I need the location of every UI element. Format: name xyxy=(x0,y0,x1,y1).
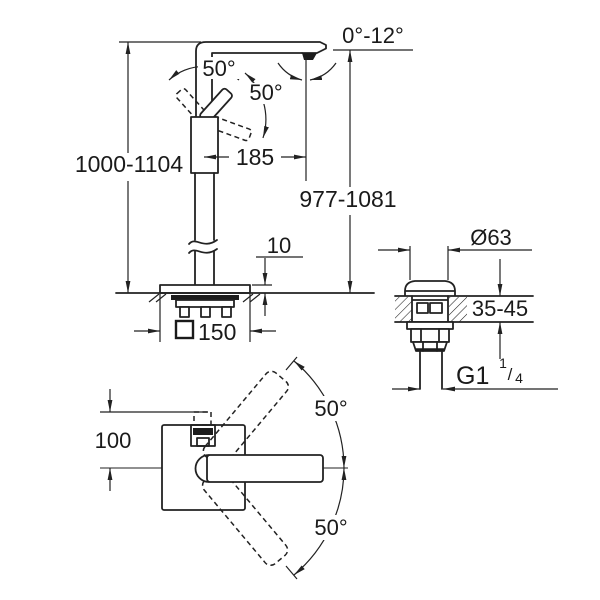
valve-locknut xyxy=(410,328,450,343)
dim-deck-thickness: 35-45 xyxy=(472,296,528,321)
under-floor-fixing xyxy=(148,293,261,318)
thread-numerator: 1 xyxy=(499,355,507,371)
deck-hatch-left xyxy=(395,297,412,322)
dim-base-plate-height: 10 xyxy=(267,233,291,258)
mixer-body xyxy=(190,116,219,174)
dim-spout-tilt: 0°-12° xyxy=(342,23,404,48)
dim-lever-angle-left: 50° xyxy=(202,56,235,81)
square-symbol xyxy=(174,319,195,340)
front-view: 1000-1104 977-1081 0°-12° 185 50° 50° xyxy=(75,23,413,345)
plan-view: 50° 50° 100 xyxy=(95,356,358,580)
dim-lever-swing-upper: 50° xyxy=(314,396,347,421)
dim-body-depth: 100 xyxy=(95,428,132,453)
waste-valve-view: Ø63 35-45 G1 1 / 4 xyxy=(378,225,558,392)
valve-flange xyxy=(406,321,454,330)
dim-total-height: 1000-1104 xyxy=(75,151,183,177)
faucet-outline xyxy=(115,41,375,318)
plan-view-dimensions: 50° 50° 100 xyxy=(95,356,358,580)
dim-spout-height: 977-1081 xyxy=(299,186,396,212)
waste-valve-outline xyxy=(394,280,534,390)
dim-lever-swing-lower: 50° xyxy=(314,515,347,540)
thread-slash: / xyxy=(508,365,513,384)
base-plate xyxy=(159,284,251,294)
dim-spout-reach: 185 xyxy=(236,144,274,170)
spout-aerator xyxy=(302,53,317,60)
dim-lever-angle-right: 50° xyxy=(249,80,282,105)
deck-hatch-right xyxy=(449,297,467,322)
valve-tailpipe xyxy=(419,350,443,390)
plan-lever-pivot-cap xyxy=(194,454,210,483)
thread-prefix: G1 xyxy=(456,362,489,390)
front-view-dimensions: 1000-1104 977-1081 0°-12° 185 50° 50° xyxy=(75,23,413,345)
plan-outline xyxy=(100,370,348,567)
dim-thread-size: G1 1 / 4 xyxy=(456,355,523,390)
plan-connection-dashed xyxy=(193,411,212,426)
dim-base-plate-width: 150 xyxy=(198,319,236,345)
lever-dashed-left xyxy=(175,87,209,124)
waste-valve-dimensions: Ø63 35-45 G1 1 / 4 xyxy=(378,225,558,392)
plan-lever-solid xyxy=(206,454,324,483)
thread-denominator: 4 xyxy=(515,370,523,386)
dim-cap-diameter: Ø63 xyxy=(470,225,512,250)
valve-cap xyxy=(404,280,456,296)
